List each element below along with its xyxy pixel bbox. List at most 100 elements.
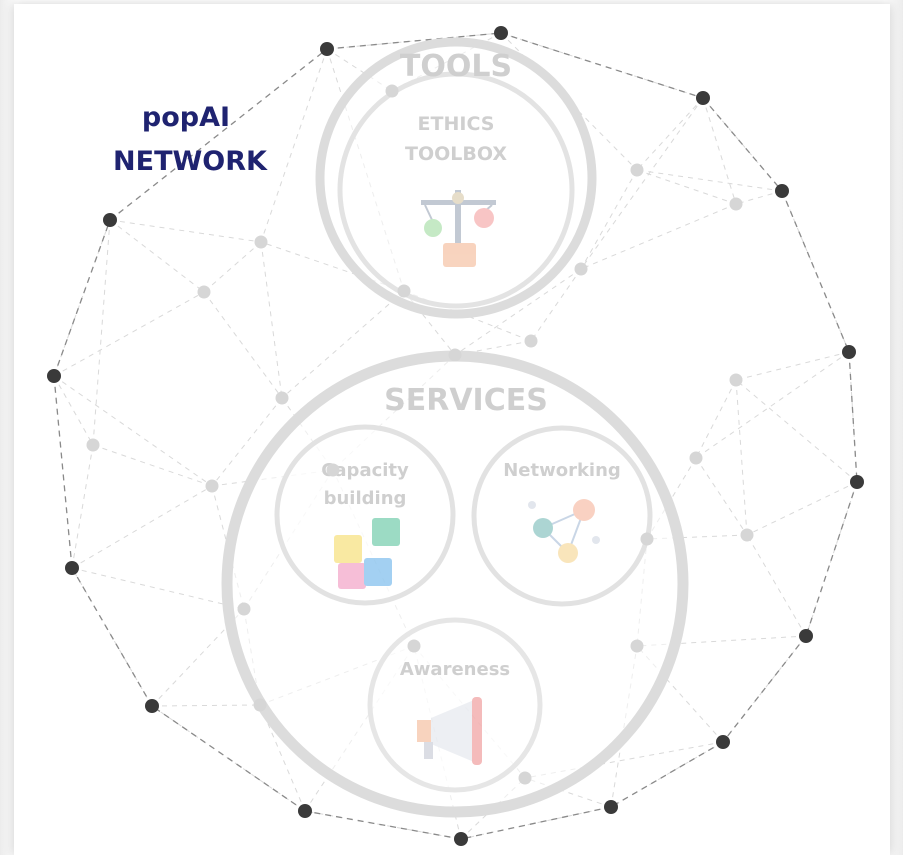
- inner-node: [448, 348, 462, 362]
- outer-node: [842, 345, 856, 359]
- inner-node: [524, 334, 538, 348]
- awareness-ring: [367, 617, 543, 793]
- outer-edge: [702, 97, 783, 192]
- inner-node: [630, 163, 644, 177]
- web-edge: [636, 645, 724, 743]
- outer-edge: [460, 806, 612, 840]
- outer-node: [47, 369, 61, 383]
- web-edge: [636, 97, 704, 171]
- inner-node: [630, 639, 644, 653]
- outer-nodes: [47, 26, 864, 846]
- web-edge: [211, 397, 283, 487]
- web-edge: [109, 219, 262, 243]
- outer-edge: [326, 32, 502, 50]
- inner-node: [729, 197, 743, 211]
- web-edge: [71, 485, 213, 569]
- tools-group: TOOLS ETHICS TOOLBOX: [315, 37, 597, 319]
- outer-node: [103, 213, 117, 227]
- web-edge: [735, 351, 850, 381]
- capacity-label-line2: building: [324, 488, 407, 509]
- tools-heading: TOOLS: [400, 49, 512, 84]
- web-edge: [109, 219, 205, 293]
- inner-node: [729, 373, 743, 387]
- inner-node: [385, 84, 399, 98]
- outer-edge: [781, 190, 850, 353]
- web-edge: [53, 375, 94, 446]
- inner-node: [640, 532, 654, 546]
- web-edge: [260, 241, 283, 399]
- balance-scale-icon: [421, 190, 496, 267]
- brand-title-line1: popAI: [142, 102, 230, 133]
- ethics-label-line2: TOOLBOX: [405, 143, 507, 165]
- outer-node: [65, 561, 79, 575]
- outer-edge: [151, 705, 306, 812]
- outer-edge: [304, 810, 462, 840]
- tools-outer-ring: [315, 37, 597, 319]
- outer-node: [850, 475, 864, 489]
- outer-edge: [722, 635, 807, 743]
- outer-node: [494, 26, 508, 40]
- inner-node: [205, 479, 219, 493]
- networking-ring: [471, 425, 653, 607]
- awareness-label: Awareness: [400, 659, 510, 680]
- web-edge: [203, 241, 262, 293]
- web-edge: [746, 481, 858, 536]
- outer-node: [775, 184, 789, 198]
- ethics-label-line1: ETHICS: [418, 113, 495, 135]
- outer-edges: [53, 32, 858, 840]
- inner-node: [397, 284, 411, 298]
- web-edge: [610, 741, 724, 808]
- networking-label: Networking: [503, 460, 621, 481]
- tools-inner-ring: [337, 71, 575, 309]
- outer-edge: [109, 48, 328, 221]
- outer-node: [799, 629, 813, 643]
- web-edge: [524, 741, 724, 779]
- people-network-icon: [528, 499, 600, 563]
- outer-edge: [500, 32, 704, 99]
- web-edge: [71, 444, 94, 569]
- web-edge: [636, 169, 783, 192]
- web-edge: [580, 203, 737, 270]
- inner-node: [518, 771, 532, 785]
- web-edge: [151, 704, 261, 707]
- web-edge: [848, 351, 858, 483]
- outer-node: [145, 699, 159, 713]
- web-edge: [735, 379, 858, 483]
- web-edge: [281, 290, 405, 399]
- inner-node: [689, 451, 703, 465]
- inner-node: [326, 463, 340, 477]
- inner-nodes: [86, 84, 754, 785]
- web-edge: [735, 190, 783, 205]
- inner-node: [407, 639, 421, 653]
- web-edge: [53, 291, 205, 377]
- web-edge: [702, 97, 737, 205]
- outer-edge: [71, 567, 153, 707]
- web-edge: [53, 375, 213, 487]
- web-edge: [636, 169, 737, 205]
- brand-title-line2: NETWORK: [113, 146, 268, 177]
- capacity-ring: [274, 424, 456, 606]
- puzzle-icon: [334, 518, 400, 589]
- megaphone-icon: [417, 697, 482, 765]
- outer-edge: [53, 219, 111, 377]
- outer-node: [320, 42, 334, 56]
- inner-node: [86, 438, 100, 452]
- outer-node: [716, 735, 730, 749]
- web-edge: [92, 444, 213, 487]
- inner-node: [253, 698, 267, 712]
- inner-node: [740, 528, 754, 542]
- outer-edge: [805, 481, 858, 637]
- outer-node: [696, 91, 710, 105]
- inner-node: [574, 262, 588, 276]
- inner-node: [197, 285, 211, 299]
- outer-edge: [53, 375, 73, 569]
- outer-node: [604, 800, 618, 814]
- services-heading: SERVICES: [384, 383, 548, 418]
- web-edge: [71, 567, 245, 610]
- inner-node: [254, 235, 268, 249]
- web-edge: [695, 457, 748, 536]
- outer-node: [454, 832, 468, 846]
- web-edge: [260, 48, 328, 243]
- services-group: SERVICES Capacity building Networking Aw…: [221, 350, 689, 818]
